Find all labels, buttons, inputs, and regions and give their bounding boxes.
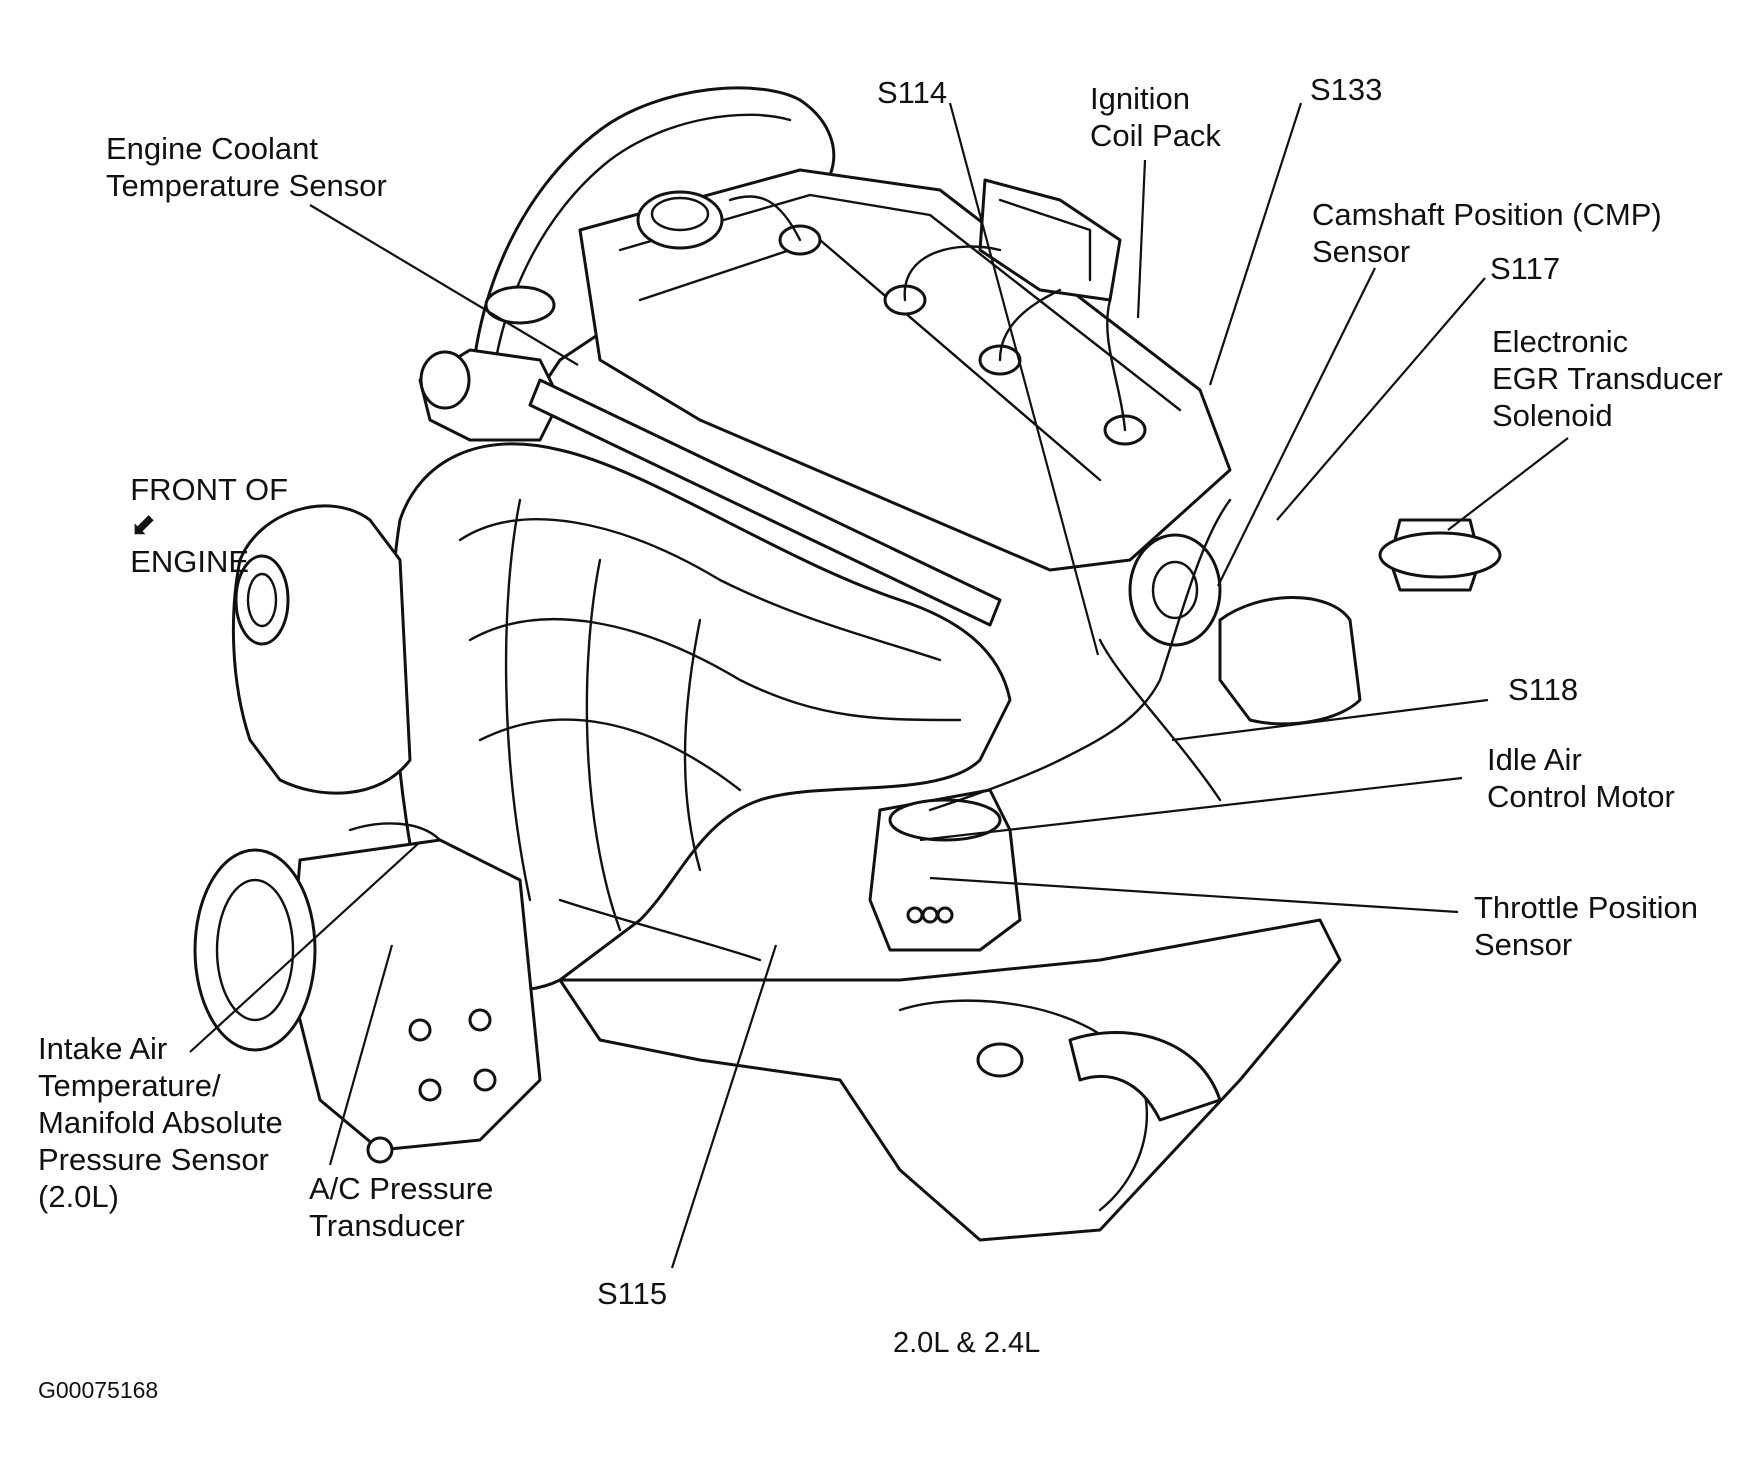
label-throttle-position-sensor: Throttle Position Sensor bbox=[1474, 890, 1698, 962]
wiring-harness bbox=[928, 498, 1232, 812]
label-front-of-engine-line1: FRONT OF bbox=[130, 472, 289, 507]
oil-filler-cap bbox=[636, 190, 724, 250]
label-front-of-engine: FRONT OF bbox=[113, 434, 288, 508]
label-front-of-engine-line2: ENGINE bbox=[130, 544, 250, 579]
engine-illustration bbox=[193, 86, 1502, 1242]
leader-iac-motor bbox=[919, 776, 1463, 842]
leader-ect-sensor bbox=[309, 204, 579, 366]
label-idle-air-control-motor: Idle Air Control Motor bbox=[1487, 742, 1675, 814]
figure-caption: 2.0L & 2.4L bbox=[893, 1327, 1041, 1359]
ac-compressor bbox=[288, 838, 542, 1152]
label-ignition-coil-pack: Ignition Coil Pack bbox=[1090, 81, 1221, 153]
leader-s115 bbox=[670, 944, 778, 1269]
label-front-of-engine-line2-wrap: ⬋ ENGINE bbox=[113, 469, 249, 580]
label-engine-coolant-temperature-sensor: Engine Coolant Temperature Sensor bbox=[106, 131, 387, 203]
leader-ac-transducer bbox=[328, 944, 394, 1166]
egr-valve bbox=[1218, 596, 1362, 726]
camshaft-sprocket-housing bbox=[1128, 533, 1222, 647]
engine-block-lower bbox=[558, 918, 1342, 1242]
leader-s114 bbox=[948, 102, 1100, 656]
label-s133: S133 bbox=[1310, 72, 1383, 107]
arrow-down-left-icon: ⬋ bbox=[130, 507, 157, 542]
valve-cover bbox=[578, 168, 1232, 572]
label-electronic-egr-transducer-solenoid: Electronic EGR Transducer Solenoid bbox=[1492, 324, 1723, 433]
label-s114: S114 bbox=[877, 75, 948, 110]
leader-lines bbox=[189, 102, 1569, 1269]
leader-s117 bbox=[1276, 277, 1486, 521]
leader-egr-solenoid bbox=[1447, 437, 1569, 531]
fuel-rail bbox=[528, 378, 1002, 627]
label-ac-pressure-transducer: A/C Pressure Transducer bbox=[309, 1171, 494, 1243]
label-camshaft-position-sensor: Camshaft Position (CMP) Sensor bbox=[1312, 197, 1662, 269]
label-intake-air-temperature-map-sensor: Intake Air Temperature/ Manifold Absolut… bbox=[38, 1031, 283, 1214]
leader-iat-map bbox=[189, 841, 421, 1053]
label-s118: S118 bbox=[1508, 672, 1579, 707]
label-s117: S117 bbox=[1490, 251, 1561, 286]
leader-s133 bbox=[1208, 102, 1303, 386]
leader-ignition-coil bbox=[1136, 159, 1147, 319]
figure-id: G00075168 bbox=[38, 1377, 159, 1403]
leader-s118 bbox=[1171, 698, 1489, 742]
leader-cmp-sensor bbox=[1217, 267, 1376, 587]
label-s115: S115 bbox=[597, 1276, 668, 1311]
leader-tps bbox=[929, 876, 1459, 914]
alternator bbox=[231, 504, 412, 795]
